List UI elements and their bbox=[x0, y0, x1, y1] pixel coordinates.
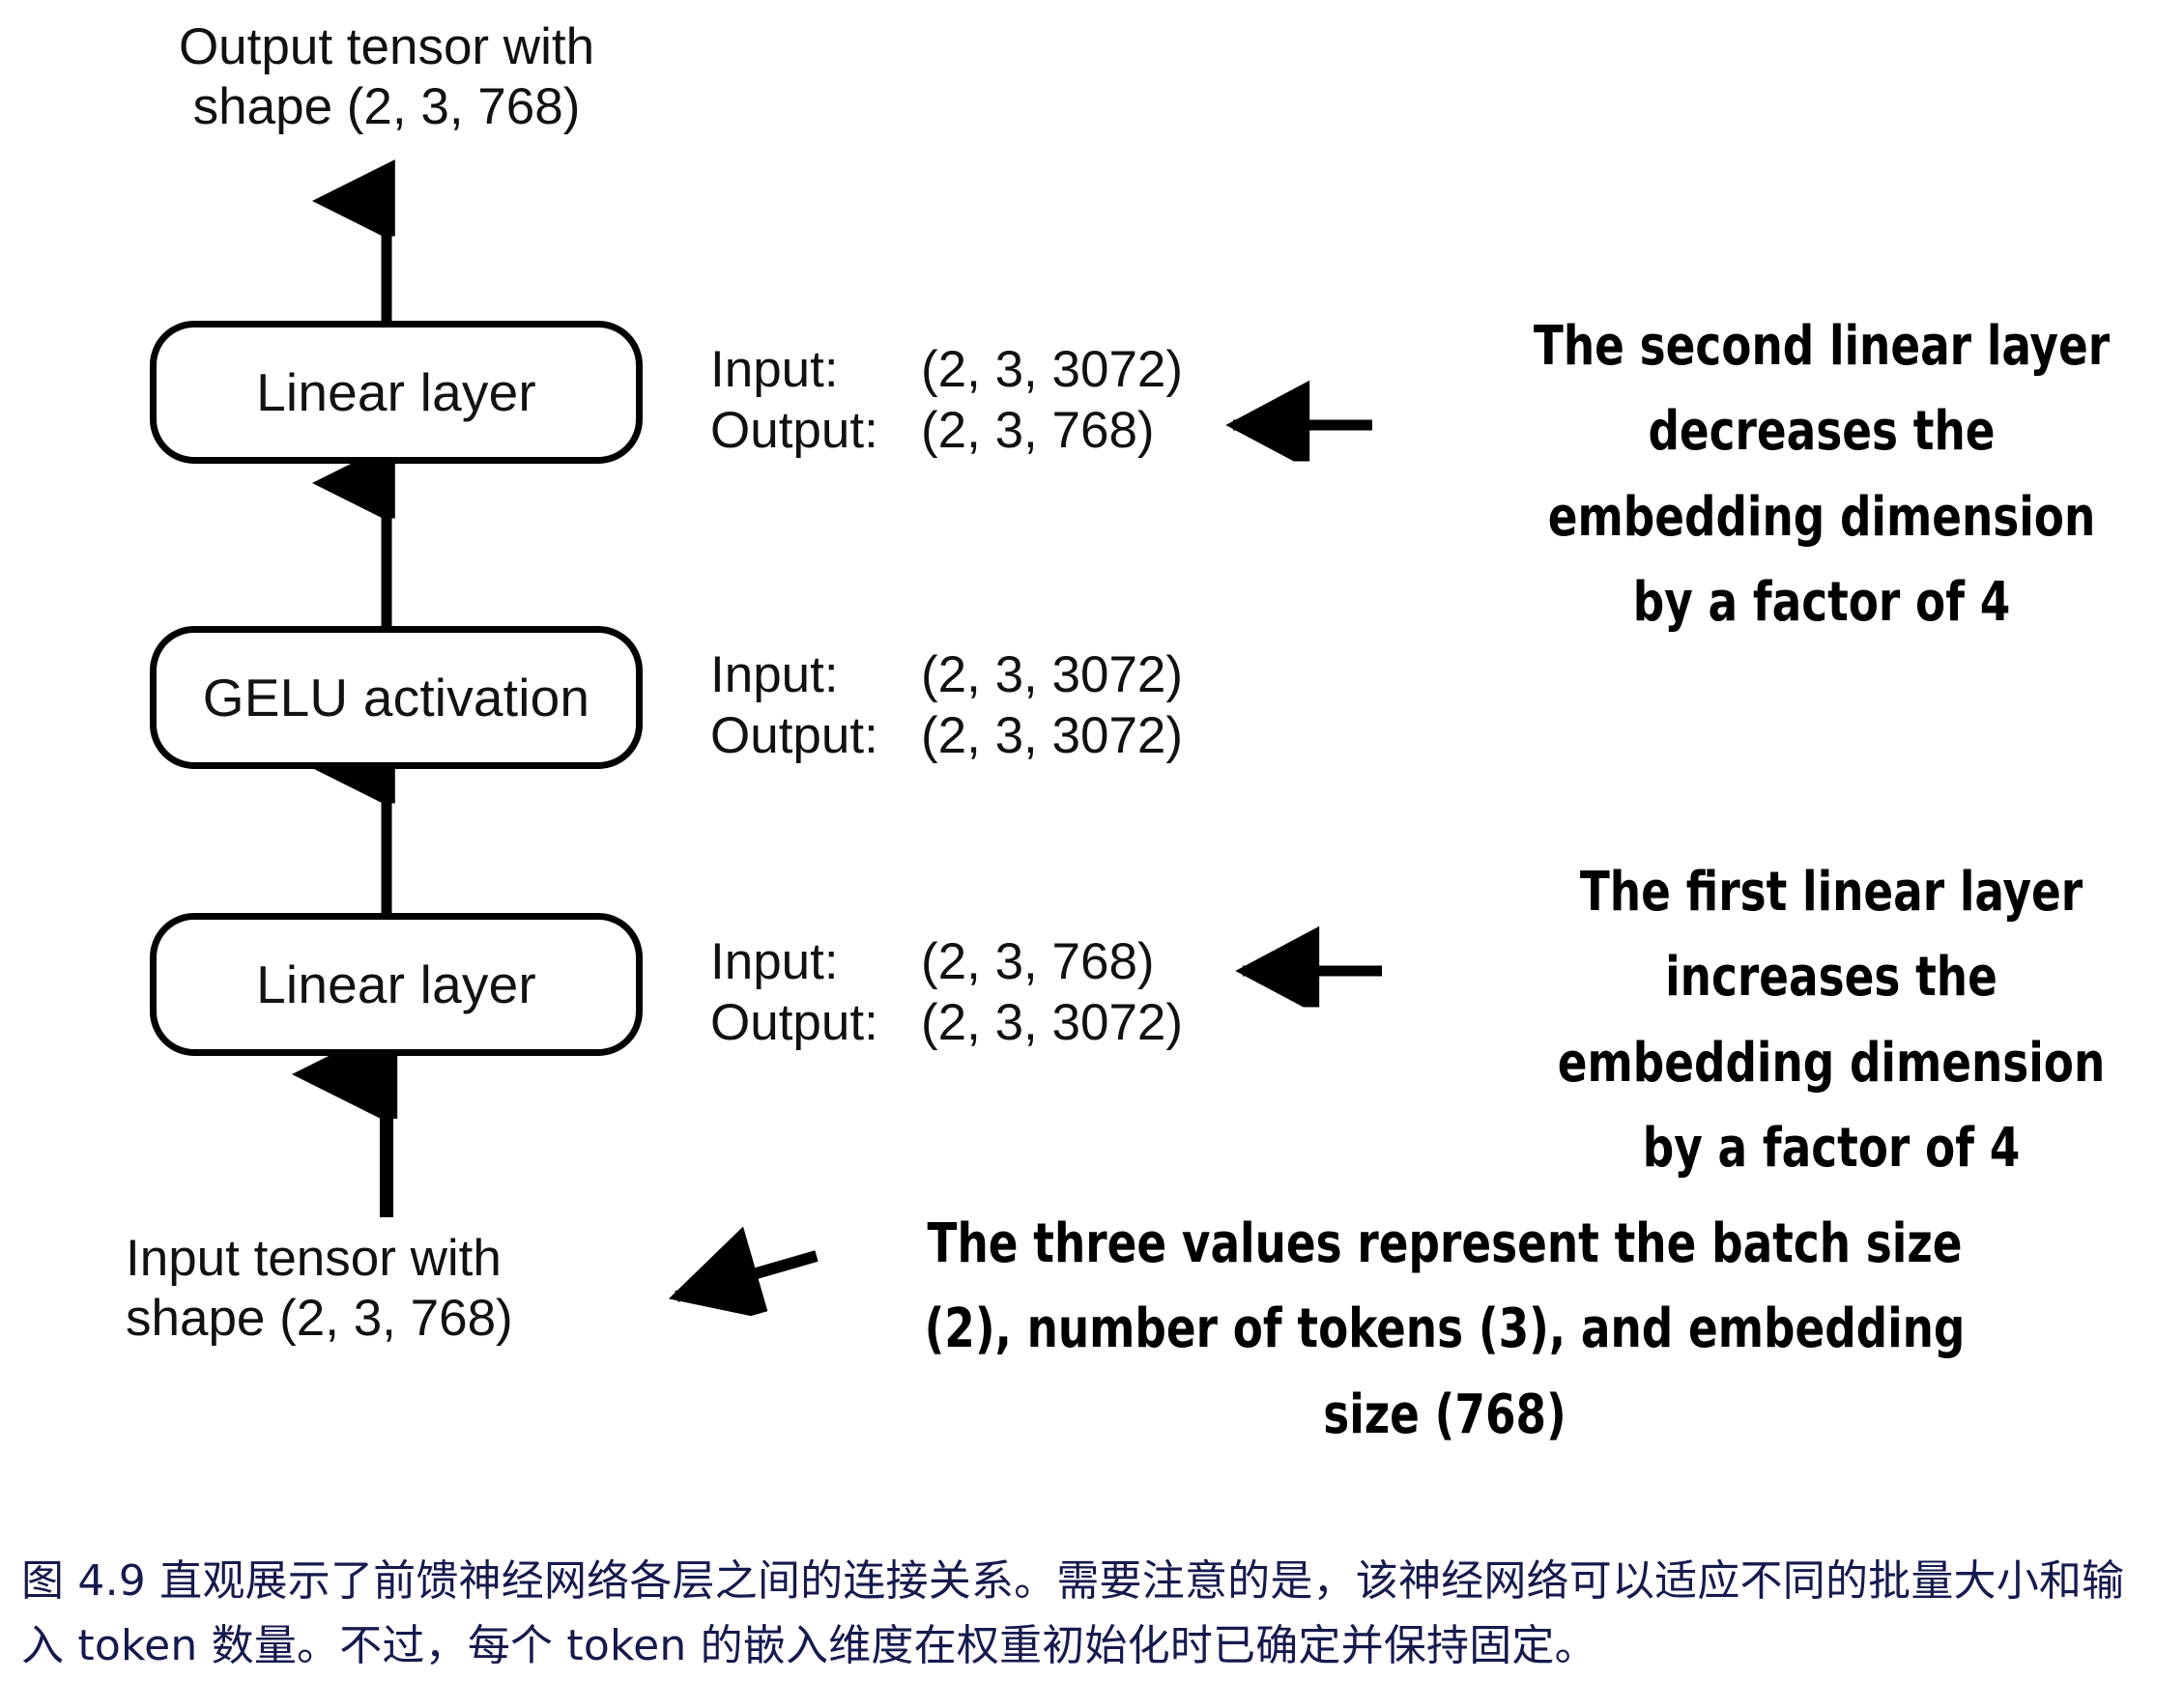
io-input-key: Input: bbox=[710, 341, 839, 398]
io-output-key: Output: bbox=[710, 401, 878, 459]
io-row-output: Output: (2, 3, 3072) bbox=[710, 706, 1183, 767]
block-second-linear-layer-label: Linear layer bbox=[256, 361, 536, 422]
io-row-input: Input: (2, 3, 768) bbox=[710, 932, 1183, 993]
block-first-linear-layer-label: Linear layer bbox=[256, 954, 536, 1014]
io-row-input: Input: (2, 3, 3072) bbox=[710, 645, 1183, 706]
input-tensor-label: Input tensor with shape (2, 3, 768) bbox=[126, 1230, 513, 1347]
io-output-value: (2, 3, 3072) bbox=[921, 993, 1184, 1051]
io-row-output: Output: (2, 3, 768) bbox=[710, 401, 1183, 462]
block-gelu-activation-label: GELU activation bbox=[202, 667, 590, 727]
block-gelu-activation[interactable]: GELU activation bbox=[150, 626, 643, 769]
annotation-shape-values: The three values represent the batch siz… bbox=[924, 1212, 1966, 1446]
io-input-value: (2, 3, 3072) bbox=[921, 646, 1184, 703]
io-shapes-gelu-activation: Input: (2, 3, 3072) Output: (2, 3, 3072) bbox=[710, 645, 1183, 766]
io-shapes-second-linear-layer: Input: (2, 3, 3072) Output: (2, 3, 768) bbox=[710, 340, 1183, 461]
block-second-linear-layer[interactable]: Linear layer bbox=[150, 321, 643, 464]
io-shapes-first-linear-layer: Input: (2, 3, 768) Output: (2, 3, 3072) bbox=[710, 932, 1183, 1053]
annotation-first-linear-layer: The first linear layer increases the emb… bbox=[1557, 861, 2106, 1181]
arrow-note-shape bbox=[676, 1256, 819, 1296]
io-output-value: (2, 3, 3072) bbox=[921, 706, 1184, 764]
io-output-key: Output: bbox=[710, 706, 878, 764]
block-first-linear-layer[interactable]: Linear layer bbox=[150, 913, 643, 1056]
io-input-key: Input: bbox=[710, 646, 839, 703]
io-input-value: (2, 3, 768) bbox=[921, 933, 1155, 990]
io-input-value: (2, 3, 3072) bbox=[921, 341, 1184, 398]
annotation-second-linear-layer: The second linear layer decreases the em… bbox=[1533, 315, 2111, 635]
figure-caption: 图 4.9 直观展示了前馈神经网络各层之间的连接关系。需要注意的是，该神经网络可… bbox=[21, 1556, 2125, 1670]
io-output-key: Output: bbox=[710, 993, 878, 1051]
output-tensor-label: Output tensor with shape (2, 3, 768) bbox=[178, 18, 595, 135]
io-output-value: (2, 3, 768) bbox=[921, 401, 1155, 459]
io-input-key: Input: bbox=[710, 933, 839, 990]
io-row-input: Input: (2, 3, 3072) bbox=[710, 340, 1183, 401]
io-row-output: Output: (2, 3, 3072) bbox=[710, 993, 1183, 1054]
